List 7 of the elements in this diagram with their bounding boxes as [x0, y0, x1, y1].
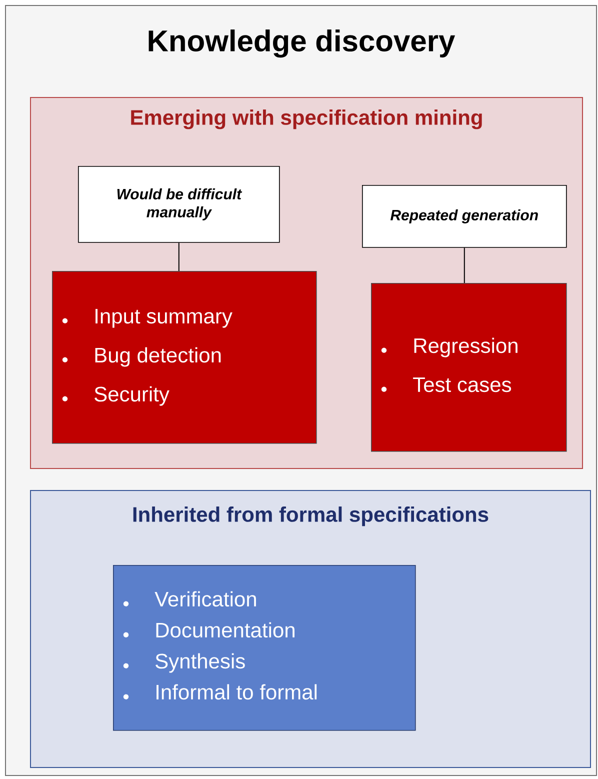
note-box: Would be difficult manually — [78, 166, 280, 243]
connector-line — [178, 242, 180, 272]
list-box: Verification Documentation Synthesis Informal to formal — [113, 565, 416, 731]
list-box: Input summary Bug detection Security — [52, 271, 317, 444]
note-box: Repeated generation — [362, 185, 567, 248]
connector-line — [464, 247, 465, 284]
list-box: Regression Test cases — [371, 283, 567, 452]
